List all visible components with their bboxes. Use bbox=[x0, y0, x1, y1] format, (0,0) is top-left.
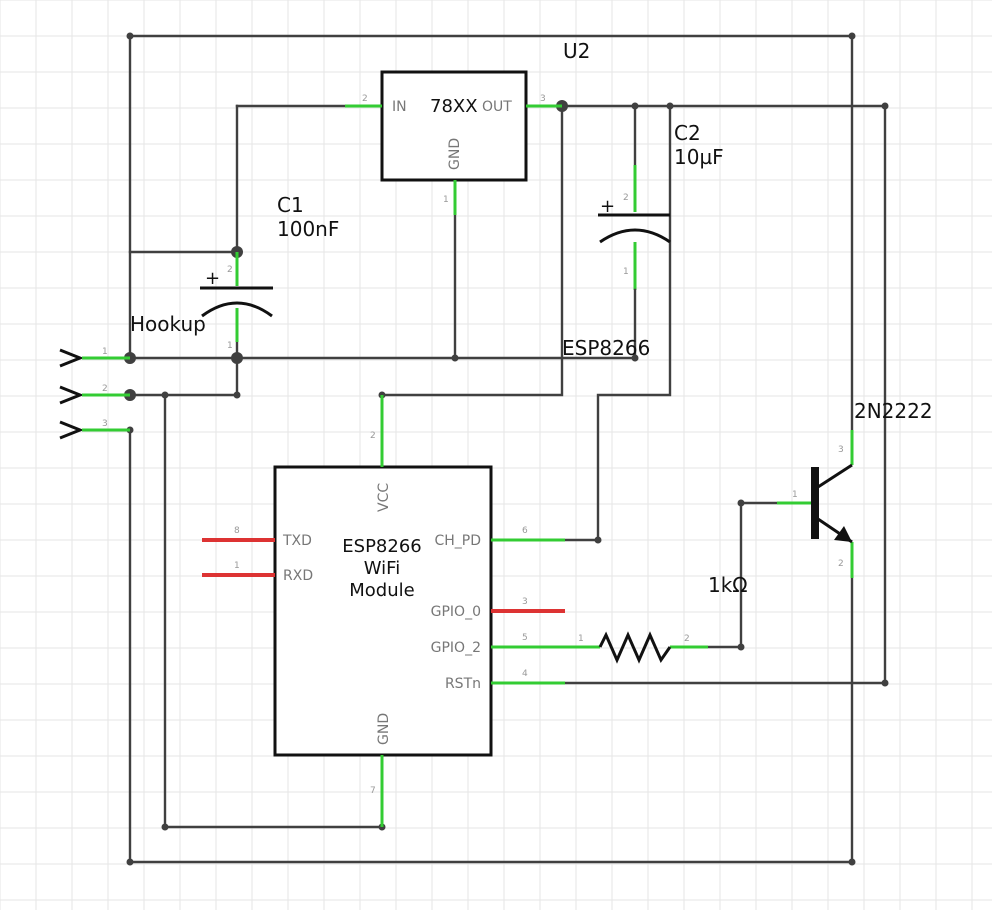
esp-pin-number: 2 bbox=[370, 431, 376, 441]
esp-pin-number: 4 bbox=[522, 669, 528, 679]
junction-dot bbox=[126, 32, 134, 40]
c2-pin-number: 1 bbox=[623, 267, 629, 277]
esp-pin-number: 5 bbox=[522, 633, 528, 643]
junction-dot bbox=[594, 536, 602, 544]
connector-arrow-3 bbox=[59, 420, 85, 440]
esp-title-line-3: Module bbox=[349, 580, 414, 601]
junction-dot bbox=[881, 679, 889, 687]
transistor-emitter-arrow bbox=[834, 526, 852, 542]
connector-arrow-1 bbox=[59, 348, 85, 368]
junction-dot bbox=[737, 499, 745, 507]
esp-gpio2-label: GPIO_2 bbox=[431, 640, 481, 656]
hookup-label: Hookup bbox=[130, 312, 206, 336]
c2-name: C2 bbox=[674, 121, 701, 145]
resistor-zigzag bbox=[598, 631, 672, 664]
junction-dot bbox=[161, 823, 169, 831]
capacitor-c2: + 2 1 C2 10µF bbox=[598, 121, 724, 360]
u2-label: U2 bbox=[563, 39, 590, 63]
regulator-gnd-label: GND bbox=[447, 138, 463, 170]
resistor-pin-number: 2 bbox=[684, 634, 690, 644]
transistor-pin-number: 3 bbox=[838, 445, 844, 455]
c1-plate-curved bbox=[201, 301, 273, 318]
npn-transistor: 1 3 2 2N2222 bbox=[777, 399, 933, 578]
esp-gnd-label: GND bbox=[376, 713, 392, 745]
transistor-base-bar bbox=[811, 467, 819, 539]
regulator-body bbox=[380, 70, 528, 182]
junction-dot bbox=[231, 352, 243, 364]
resistor-pin-number: 1 bbox=[578, 634, 584, 644]
wires bbox=[128, 34, 887, 864]
junction-dot bbox=[451, 354, 459, 362]
transistor-collector-line bbox=[817, 463, 853, 489]
wire-c2-side bbox=[563, 104, 672, 542]
esp-pin-number: 1 bbox=[234, 561, 240, 571]
c1-plus-sign: + bbox=[205, 268, 220, 289]
esp-title-line-2: WiFi bbox=[364, 558, 400, 579]
esp-vcc-label: VCC bbox=[376, 483, 392, 512]
junction-dot bbox=[848, 32, 856, 40]
junction-dot bbox=[161, 391, 169, 399]
junction-dot bbox=[631, 102, 639, 110]
esp-pin-number: 3 bbox=[522, 597, 528, 607]
wire-ground-rail bbox=[128, 213, 637, 397]
c2-pin-number: 2 bbox=[623, 193, 629, 203]
connector-pin-number: 1 bbox=[102, 347, 108, 357]
regulator-pin-number: 3 bbox=[540, 94, 546, 104]
capacitor-c1: + 2 1 C1 100nF bbox=[200, 193, 339, 351]
transistor-pin-number: 1 bbox=[792, 490, 798, 500]
c1-value: 100nF bbox=[277, 217, 339, 241]
esp-pin-number: 6 bbox=[522, 526, 528, 536]
transistor-label: 2N2222 bbox=[854, 399, 933, 423]
wire-c1-top bbox=[128, 104, 239, 254]
wire-res-base bbox=[706, 501, 779, 649]
c2-plus-sign: + bbox=[600, 196, 615, 217]
transistor-pin-number: 2 bbox=[838, 559, 844, 569]
junction-dot bbox=[848, 858, 856, 866]
esp-gpio0-label: GPIO_0 bbox=[431, 604, 481, 620]
c1-pin-number: 1 bbox=[227, 341, 233, 351]
esp-pin-number: 8 bbox=[234, 526, 240, 536]
wire-outer-bottom bbox=[128, 428, 854, 864]
connector-arrow-2 bbox=[59, 385, 85, 405]
c2-value: 10µF bbox=[674, 145, 724, 169]
junction-dot bbox=[666, 102, 674, 110]
c1-name: C1 bbox=[277, 193, 304, 217]
esp8266-module: VCC GND TXD RXD CH_PD GPIO_0 GPIO_2 RSTn… bbox=[202, 395, 565, 827]
wire-vcc-feed bbox=[380, 104, 564, 397]
esp-ch-pd-label: CH_PD bbox=[434, 533, 481, 549]
esp-pin-number: 7 bbox=[370, 786, 376, 796]
regulator-part-label: 78XX bbox=[430, 96, 478, 117]
hookup-connector: 1 2 3 Hookup bbox=[59, 312, 206, 440]
wire-reg-out bbox=[560, 104, 887, 685]
resistor: 1 2 1kΩ bbox=[565, 573, 748, 664]
regulator-out-label: OUT bbox=[482, 99, 512, 115]
resistor-value: 1kΩ bbox=[708, 573, 748, 597]
c1-pin-number: 2 bbox=[227, 265, 233, 275]
connector-pin-number: 3 bbox=[102, 419, 108, 429]
esp-rstn-label: RSTn bbox=[445, 676, 481, 692]
voltage-regulator: IN 78XX OUT GND 2 3 1 U2 bbox=[345, 39, 590, 215]
c2-plate-curved bbox=[599, 228, 671, 244]
esp-rxd-label: RXD bbox=[283, 568, 313, 584]
regulator-pin-number: 2 bbox=[362, 94, 368, 104]
esp-title-line-1: ESP8266 bbox=[342, 536, 421, 557]
junction-dot bbox=[881, 102, 889, 110]
regulator-in-label: IN bbox=[392, 99, 407, 115]
regulator-pin-number: 1 bbox=[443, 195, 449, 205]
junction-dot bbox=[737, 643, 745, 651]
esp8266-net-label: ESP8266 bbox=[562, 336, 650, 360]
connector-pin-number: 2 bbox=[102, 384, 108, 394]
junction-dot bbox=[233, 391, 241, 399]
esp-txd-label: TXD bbox=[282, 533, 312, 549]
junction-dot bbox=[126, 858, 134, 866]
